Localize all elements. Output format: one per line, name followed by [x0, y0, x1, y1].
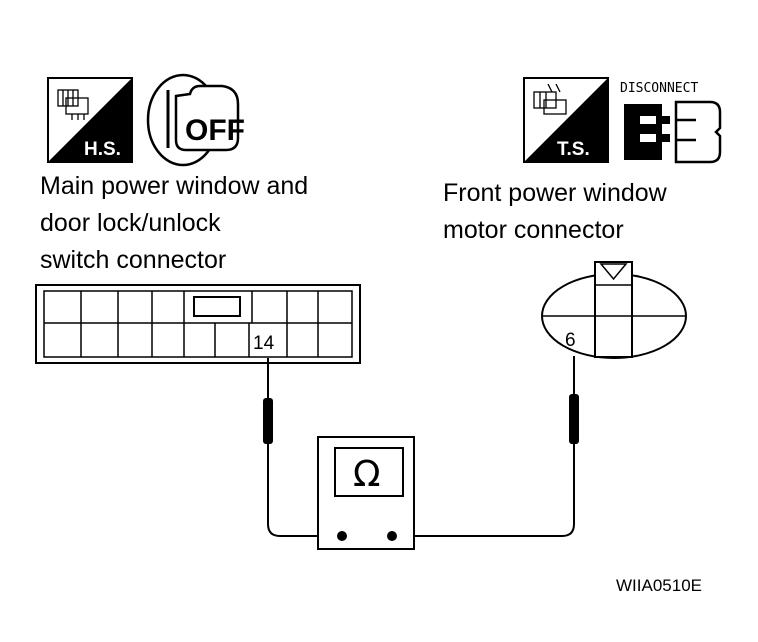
- figure-code: WIIA0510E: [616, 576, 702, 595]
- off-key-text: OFF: [185, 114, 245, 147]
- ts-badge-text: T.S.: [557, 139, 590, 160]
- ohm-symbol: Ω: [353, 454, 381, 495]
- left-label-line-2: door lock/unlock: [40, 209, 221, 237]
- right-pin-label: 6: [565, 330, 576, 351]
- motor-connector: 6: [541, 261, 687, 359]
- disconnect-text: DISCONNECT: [620, 81, 698, 96]
- ohmmeter-icon: Ω: [317, 436, 415, 550]
- left-label-line-1: Main power window and: [40, 172, 308, 200]
- left-label-line-3: switch connector: [40, 246, 226, 274]
- right-label-line-1: Front power window: [443, 179, 668, 207]
- hs-harness-icon: H.S.: [47, 77, 133, 163]
- disconnect-connector-icon: [624, 100, 722, 164]
- right-label-line-2: motor connector: [443, 216, 624, 244]
- ignition-off-key-icon: OFF: [146, 73, 245, 167]
- left-test-lead: [267, 444, 342, 537]
- main-switch-connector: 14: [35, 284, 361, 364]
- right-test-lead: [392, 444, 575, 537]
- ts-terminal-icon: T.S.: [523, 77, 609, 163]
- right-probe: [569, 356, 579, 444]
- left-pin-label: 14: [253, 333, 275, 354]
- hs-badge-text: H.S.: [84, 139, 121, 160]
- left-probe: [263, 358, 273, 444]
